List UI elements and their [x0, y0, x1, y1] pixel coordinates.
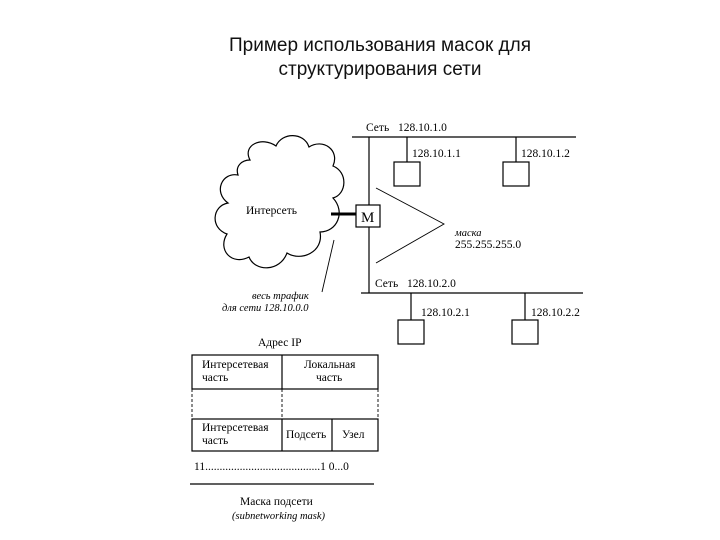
mask-bits: 11......................................…: [194, 461, 349, 473]
title-line-1: Пример использования масок для: [229, 35, 531, 56]
bottom-host-1-address: 128.10.2.1: [421, 307, 470, 319]
router-label: M: [361, 210, 374, 226]
bottom-network-address: 128.10.2.0: [407, 278, 456, 290]
internet-cloud: [214, 135, 345, 269]
row-2-host: Узел: [342, 429, 365, 441]
top-host-1-address: 128.10.1.1: [412, 148, 461, 160]
title-line-2: структурирования сети: [278, 59, 482, 80]
row-2-internet-line-2: часть: [202, 435, 228, 447]
row-1-local-line-2: часть: [316, 372, 342, 384]
row-1-local-line-1: Локальная: [304, 359, 356, 371]
bottom-host-1: [397, 319, 425, 345]
mask-label: маска: [454, 228, 482, 239]
bottom-network-word: Сеть: [375, 278, 398, 290]
row-2-internet-line-1: Интерсетевая: [202, 422, 269, 434]
address-ip-title: Адрес IP: [258, 337, 302, 349]
mask-value: 255.255.255.0: [455, 239, 521, 251]
bottom-host-2-address: 128.10.2.2: [531, 307, 580, 319]
router-box: [355, 204, 381, 228]
row-1-internet-line-2: часть: [202, 372, 228, 384]
traffic-line-2: для сети 128.10.0.0: [222, 303, 309, 314]
mask-caption-1: Маска подсети: [240, 496, 313, 508]
address-row-1: [191, 354, 379, 390]
traffic-pointer: [321, 239, 335, 293]
top-host-2: [502, 161, 530, 187]
internet-label: Интерсеть: [246, 205, 297, 217]
traffic-line-1: весь трафик: [252, 291, 309, 302]
top-host-2-address: 128.10.1.2: [521, 148, 570, 160]
bottom-host-2: [511, 319, 539, 345]
address-row-2: [191, 418, 379, 452]
top-network-word: Сеть: [366, 122, 389, 134]
mask-triangle: [375, 187, 445, 264]
top-network-address: 128.10.1.0: [398, 122, 447, 134]
row-1-internet-line-1: Интерсетевая: [202, 359, 269, 371]
top-host-1: [393, 161, 421, 187]
mask-caption-2: (subnetworking mask): [232, 511, 326, 522]
row-2-subnet: Подсеть: [286, 429, 326, 441]
slide-title: Пример использования масок для структури…: [190, 34, 570, 82]
